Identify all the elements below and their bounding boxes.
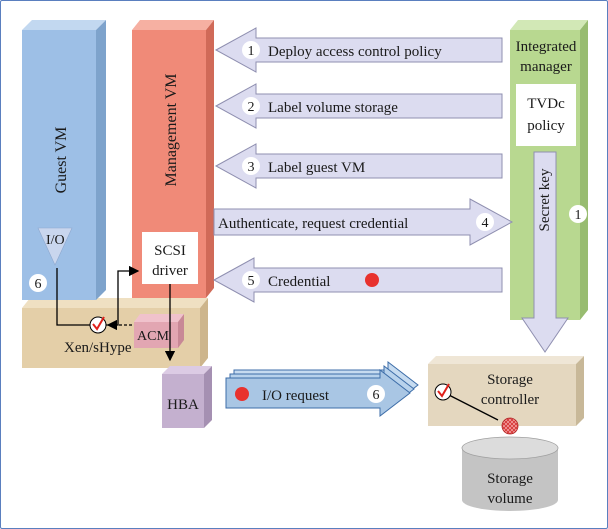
policy-label-line1: TVDc (527, 96, 565, 112)
volume-label-line2: volume (488, 491, 533, 507)
hatched-port-icon (501, 417, 519, 435)
hba-label: HBA (167, 397, 199, 413)
storage-controller: Storage controller (428, 356, 584, 426)
manager-title-line2: manager (520, 59, 572, 75)
arrow-credential: 5 Credential (212, 257, 503, 303)
arrow-4-step: 4 (482, 216, 489, 231)
acm-label: ACM (137, 329, 169, 344)
tvdc-policy-box (516, 84, 576, 146)
arrow-5-text: Credential (268, 274, 330, 290)
scsi-label-line1: SCSI (154, 243, 186, 259)
io-request-dot (235, 387, 249, 401)
integrated-manager-column: Integrated manager TVDc policy Secret ke… (510, 20, 588, 353)
storage-volume: Storage volume (461, 436, 559, 511)
secret-key-label: Secret key (537, 168, 553, 231)
io-request-arrow: I/O request 6 (225, 360, 419, 418)
arrow-label-guest: 3 Label guest VM (214, 143, 503, 189)
scsi-label-line2: driver (152, 263, 188, 279)
arrow-1-text: Deploy access control policy (268, 44, 442, 60)
hypervisor-label: Xen/sHype (64, 340, 132, 356)
check-mark-icon (89, 316, 107, 334)
manager-step-badge (569, 205, 587, 223)
volume-label-line1: Storage (487, 471, 533, 487)
manager-step-number: 1 (575, 208, 582, 223)
hba-block: HBA (162, 366, 212, 428)
io-request-step: 6 (373, 388, 380, 403)
arrow-3-text: Label guest VM (268, 160, 365, 176)
guest-vm-column: Guest VM I/O 6 (22, 20, 106, 300)
controller-label-line1: Storage (487, 372, 533, 388)
manager-title-line1: Integrated (516, 39, 577, 55)
guest-vm-label: Guest VM (53, 127, 70, 194)
controller-check-mark-icon (434, 383, 452, 401)
arrow-5-step: 5 (248, 274, 255, 289)
guest-step-badge (29, 274, 47, 292)
arrow-1-step: 1 (248, 44, 255, 59)
guest-step-number: 6 (35, 277, 42, 292)
arrow-4-text: Authenticate, request credential (218, 216, 408, 232)
io-request-text: I/O request (262, 388, 330, 404)
acm-module: ACM (134, 314, 184, 348)
secret-key-arrow (521, 151, 569, 353)
arrow-authenticate: Authenticate, request credential 4 (213, 198, 514, 246)
guest-io-label: I/O (46, 233, 65, 248)
controller-label-line2: controller (481, 392, 539, 408)
arrow-label-volume: 2 Label volume storage (214, 83, 503, 129)
scsi-driver-box (142, 232, 198, 284)
policy-label-line2: policy (527, 118, 565, 134)
arrow-3-step: 3 (248, 160, 255, 175)
arrow-deploy-policy: 1 Deploy access control policy (214, 27, 503, 73)
flow-connectors (56, 265, 499, 421)
credential-dot (365, 273, 379, 287)
io-triangle (37, 227, 73, 266)
management-vm-column: Management VM SCSI driver (132, 20, 214, 298)
arrow-2-step: 2 (248, 100, 255, 115)
management-vm-label: Management VM (163, 73, 180, 186)
arrow-2-text: Label volume storage (268, 100, 398, 116)
